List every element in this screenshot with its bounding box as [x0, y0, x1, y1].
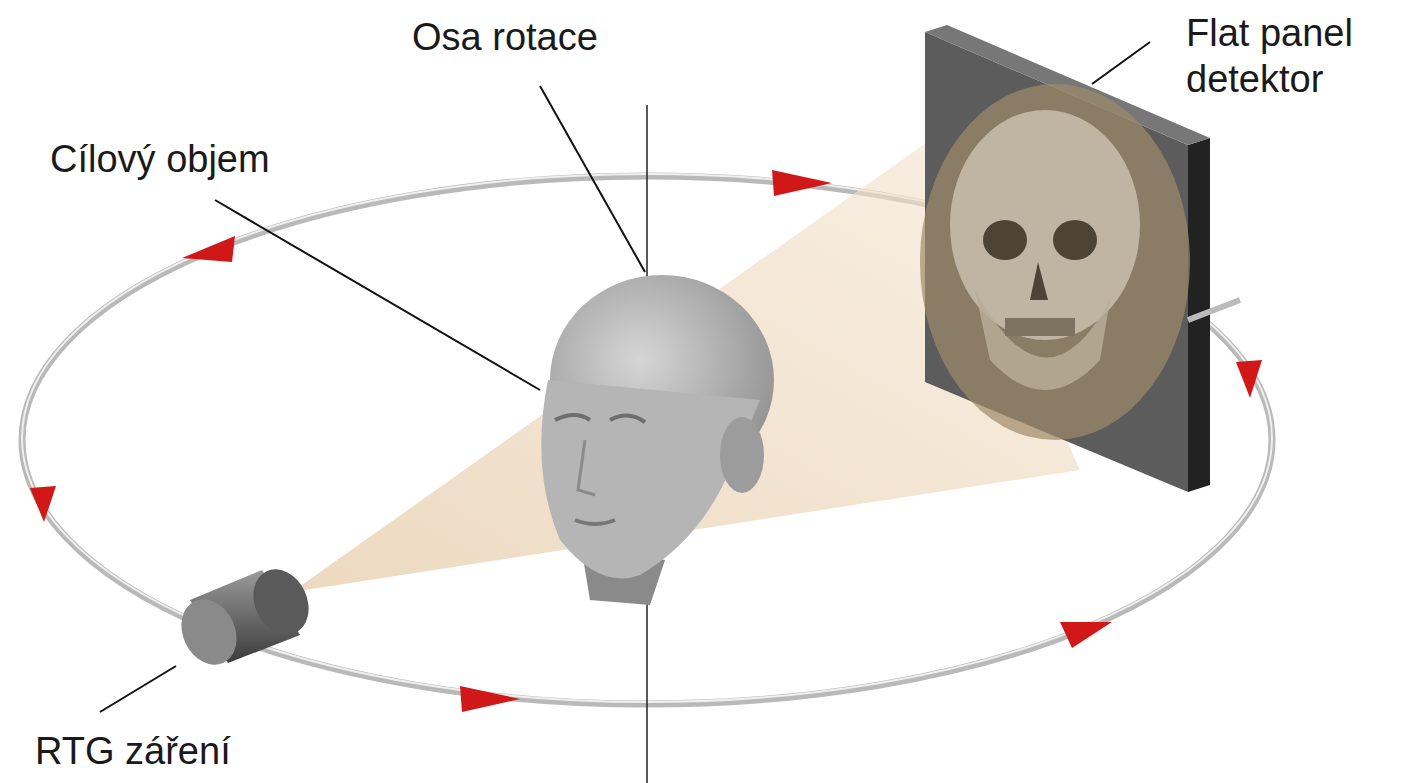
- callout-label: Cílový objem: [50, 136, 350, 182]
- x-ray-source: [171, 560, 319, 674]
- head-model: [541, 275, 774, 605]
- rotation-arrows: [30, 170, 1262, 712]
- callout-label: RTG záření: [35, 728, 335, 774]
- callout-label: Osa rotace: [412, 14, 672, 60]
- callout-label: Flat panel detektor: [1186, 10, 1391, 102]
